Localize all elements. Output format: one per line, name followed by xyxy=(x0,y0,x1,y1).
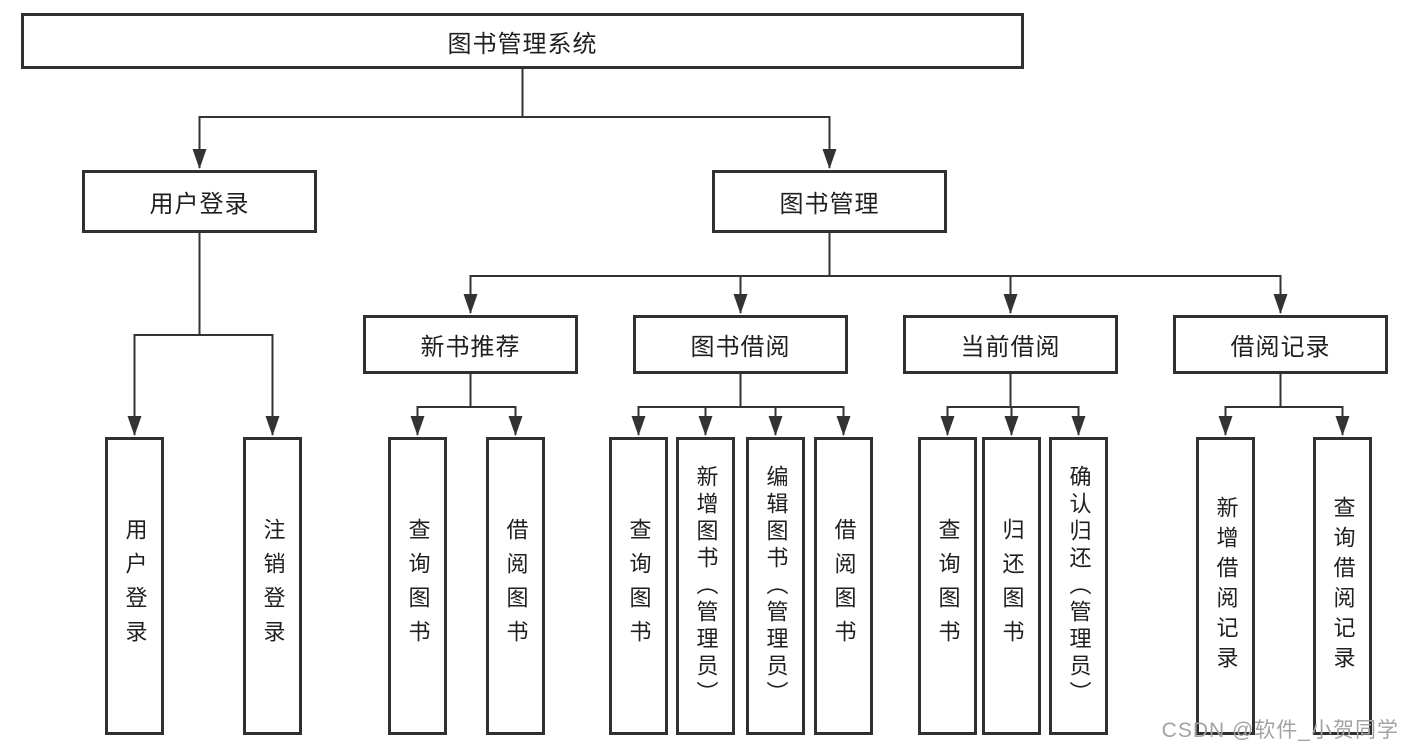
node-label: 查询图书 xyxy=(405,518,431,654)
node-label: 新增借阅记录 xyxy=(1213,496,1239,676)
leaf-logout: 注销登录 xyxy=(243,437,302,735)
node-new-book-recommend: 新书推荐 xyxy=(363,315,578,374)
leaf-borrow-books-recommend: 借阅图书 xyxy=(486,437,545,735)
node-borrow-records: 借阅记录 xyxy=(1173,315,1388,374)
node-label: 图书管理 xyxy=(779,191,880,218)
leaf-add-borrow-record: 新增借阅记录 xyxy=(1196,437,1255,735)
node-label: 新增图书（管理员） xyxy=(693,464,719,708)
node-label: 图书借阅 xyxy=(690,334,791,361)
leaf-confirm-return-admin: 确认归还（管理员） xyxy=(1049,437,1108,735)
node-label: 用户登录 xyxy=(149,191,250,218)
leaf-return-books: 归还图书 xyxy=(982,437,1041,735)
node-label: 注销登录 xyxy=(260,518,286,654)
node-book-borrow: 图书借阅 xyxy=(633,315,848,374)
node-label: 借阅记录 xyxy=(1230,334,1331,361)
leaf-borrow-books: 借阅图书 xyxy=(814,437,873,735)
leaf-query-books-current: 查询图书 xyxy=(918,437,977,735)
leaf-edit-books-admin: 编辑图书（管理员） xyxy=(746,437,805,735)
leaf-query-borrow-record: 查询借阅记录 xyxy=(1313,437,1372,735)
leaf-query-books-borrow: 查询图书 xyxy=(609,437,668,735)
leaf-add-books-admin: 新增图书（管理员） xyxy=(676,437,735,735)
node-label: 借阅图书 xyxy=(831,518,857,654)
node-label: 当前借阅 xyxy=(960,334,1061,361)
csdn-watermark: CSDN @软件_小贺同学 xyxy=(1161,719,1399,742)
node-label: 归还图书 xyxy=(999,518,1025,654)
node-label: 编辑图书（管理员） xyxy=(763,464,789,708)
node-label: 查询图书 xyxy=(626,518,652,654)
node-user-login-branch: 用户登录 xyxy=(82,170,317,233)
node-label: 确认归还（管理员） xyxy=(1066,464,1092,708)
leaf-query-books-recommend: 查询图书 xyxy=(388,437,447,735)
node-label: 图书管理系统 xyxy=(447,30,598,58)
node-root-system: 图书管理系统 xyxy=(21,13,1024,69)
node-current-borrow: 当前借阅 xyxy=(903,315,1118,374)
node-label: 查询图书 xyxy=(935,518,961,654)
node-label: 用户登录 xyxy=(122,518,148,654)
node-label: 查询借阅记录 xyxy=(1330,496,1356,676)
node-label: 新书推荐 xyxy=(420,334,521,361)
node-label: 借阅图书 xyxy=(503,518,529,654)
node-book-management-branch: 图书管理 xyxy=(712,170,947,233)
leaf-user-login: 用户登录 xyxy=(105,437,164,735)
